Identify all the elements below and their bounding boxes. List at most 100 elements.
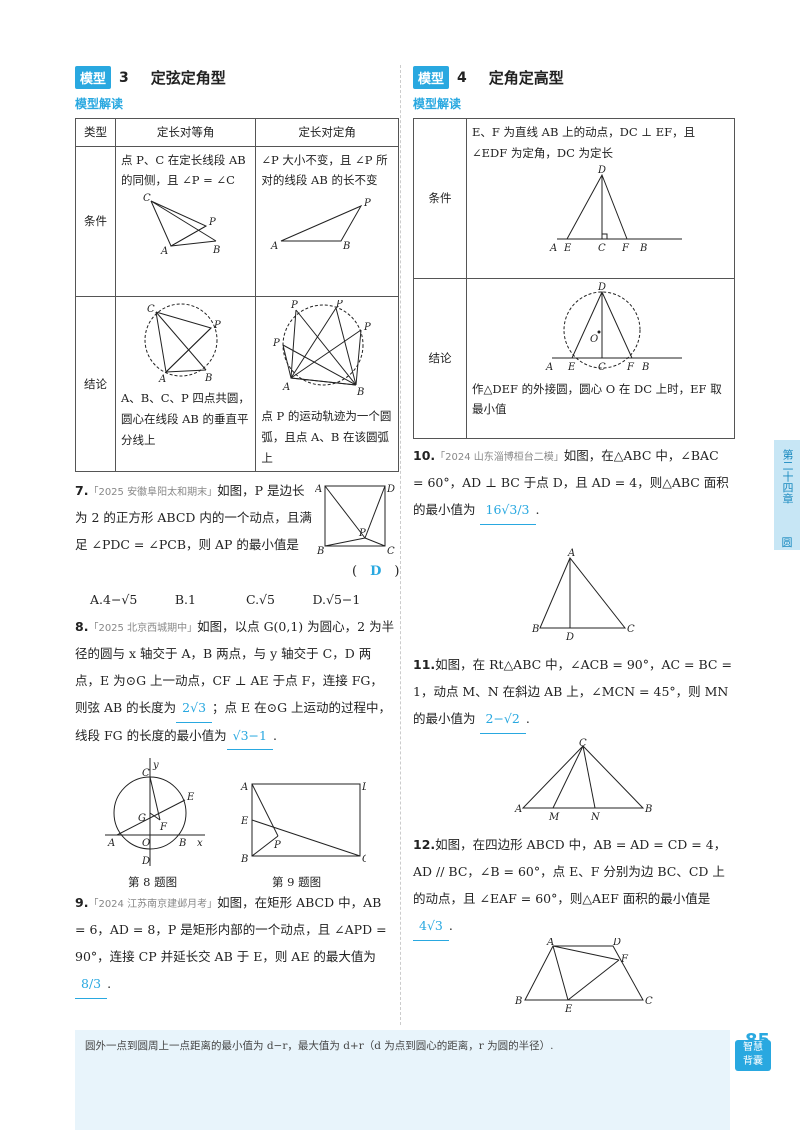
question-12: 12.如图，在四边形 ABCD 中，AB = AD = CD = 4，AD //… xyxy=(413,832,733,941)
q8-answer1: 2√3 xyxy=(176,695,213,723)
svg-text:O: O xyxy=(590,334,598,345)
model4-subtitle: 模型解读 xyxy=(413,97,462,111)
model3-header: 模型 3 定弦定角型 xyxy=(75,66,226,89)
badge-line2: 背囊 xyxy=(743,1056,763,1067)
svg-text:E: E xyxy=(240,816,249,827)
svg-text:B: B xyxy=(639,243,647,253)
q12-text: 如图，在四边形 ABCD 中，AB = AD = CD = 4，AD // BC… xyxy=(413,837,727,906)
q10-source: 「2024 山东淄博桓台二模」 xyxy=(435,452,564,463)
svg-text:P: P xyxy=(208,217,216,228)
svg-text:B: B xyxy=(342,241,350,251)
q12-answer: 4√3 xyxy=(413,913,449,941)
r4-condition-text: E、F 为直线 AB 上的动点，DC ⊥ EF，且 ∠EDF 为定角，DC 为定… xyxy=(472,125,696,160)
model4-header: 模型 4 定角定高型 xyxy=(413,66,564,89)
q10-answer: 16√3/3 xyxy=(479,497,536,525)
cell-conclusion-2: 点 P 的运动轨迹为一个圆弧，且点 A、B 在该圆弧上 xyxy=(261,409,392,465)
model4-table: 条件 E、F 为直线 AB 上的动点，DC ⊥ EF，且 ∠EDF 为定角，DC… xyxy=(413,118,735,439)
q7-number: 7. xyxy=(75,483,89,498)
model-title: 定角定高型 xyxy=(488,69,564,87)
footer-tip: 圆外一点到圆周上一点距离的最小值为 d−r，最大值为 d+r（d 为点到圆心的距… xyxy=(85,1040,554,1052)
svg-text:O: O xyxy=(142,838,150,849)
svg-text:P: P xyxy=(272,338,280,349)
svg-text:B: B xyxy=(204,373,212,382)
model3-subtitle: 模型解读 xyxy=(75,97,124,111)
svg-text:P: P xyxy=(358,528,366,539)
svg-text:B: B xyxy=(356,387,364,398)
q9-caption: 第 9 题图 xyxy=(272,875,322,889)
q7-options: A.4−√5 B.1 C.√5 D.√5−1 xyxy=(90,592,361,607)
svg-text:D: D xyxy=(565,632,574,643)
svg-text:B: B xyxy=(240,854,248,865)
th-col2: 定长对定角 xyxy=(255,118,399,147)
svg-text:F: F xyxy=(159,822,168,833)
cell-condition-2: ∠P 大小不变，且 ∠P 所对的线段 AB 的长不变 xyxy=(261,152,388,188)
q9-text: 如图，在矩形 ABCD 中，AB = 6，AD = 8，P 是矩形内部的一个动点… xyxy=(75,895,387,964)
cell-condition-1: 点 P、C 在定长线段 AB 的同侧，且 ∠P = ∠C xyxy=(120,152,246,188)
svg-text:A: A xyxy=(546,938,554,948)
q8-text1: 如图，以点 G(0,1) 为圆心，2 为半径的圆与 x 轴交于 A，B 两点，与… xyxy=(75,619,395,715)
svg-text:C: C xyxy=(579,738,587,749)
svg-text:P: P xyxy=(363,198,371,209)
svg-text:P: P xyxy=(273,840,281,851)
diagram-concyclic: C P A B xyxy=(144,303,221,385)
q8-source: 「2025 北京西城期中」 xyxy=(88,623,198,634)
q8-text2: ；点 E 在⊙G 上运动的过程中，线段 FG 的长度的最小值为 xyxy=(75,699,392,743)
svg-text:A: A xyxy=(158,374,166,382)
q8-answer2: √3−1 xyxy=(226,723,273,751)
svg-text:A: A xyxy=(282,382,290,393)
chapter-topic: 圆 xyxy=(781,536,793,549)
q11-text: 如图，在 Rt△ABC 中，∠ACB = 90°，AC = BC = 1，动点 … xyxy=(413,657,732,726)
svg-text:P: P xyxy=(213,320,221,331)
svg-text:E: E xyxy=(567,362,576,372)
model-tag: 模型 xyxy=(413,66,450,89)
svg-text:E: E xyxy=(563,243,572,253)
question-7: 7.「2025 安徽阜阳太和期末」如图，P 是边长为 2 的正方形 ABCD 内… xyxy=(75,478,315,559)
svg-text:G: G xyxy=(138,813,146,824)
model3-table: 类型 定长对等角 定长对定角 条件 点 P、C 在定长线段 AB 的同侧，且 ∠… xyxy=(75,118,399,473)
svg-text:B: B xyxy=(212,245,220,256)
row-condition-label: 条件 xyxy=(75,145,116,297)
model-title: 定弦定角型 xyxy=(150,69,226,87)
question-9: 9.「2024 江苏南京建邺月考」如图，在矩形 ABCD 中，AB = 6，AD… xyxy=(75,890,395,999)
svg-text:y: y xyxy=(152,760,159,771)
r4-condition-label: 条件 xyxy=(413,118,467,279)
svg-text:B: B xyxy=(531,624,539,635)
q9-source: 「2024 江苏南京建邺月考」 xyxy=(88,899,218,910)
chapter-side-tab: 第二十四章 圆 xyxy=(774,440,800,550)
svg-text:D: D xyxy=(386,484,395,495)
chapter-label: 第二十四章 xyxy=(781,448,794,504)
svg-text:A: A xyxy=(549,243,557,253)
svg-text:C: C xyxy=(645,996,653,1007)
question-10: 10.「2024 山东淄博桓台二模」如图，在△ABC 中，∠BAC = 60°，… xyxy=(413,443,733,525)
svg-text:F: F xyxy=(621,243,630,253)
q11-number: 11. xyxy=(413,657,436,672)
th-col1: 定长对等角 xyxy=(114,118,257,147)
q7-answer-bracket: ( D ) xyxy=(352,564,400,579)
q12-number: 12. xyxy=(413,837,436,852)
svg-text:C: C xyxy=(147,304,155,315)
svg-text:D: D xyxy=(361,782,366,793)
r4-conclusion-text: 作△DEF 的外接圆，圆心 O 在 DC 上时，EF 取最小值 xyxy=(472,381,722,417)
row-conclusion-label: 结论 xyxy=(75,295,116,473)
svg-text:B: B xyxy=(641,362,649,372)
q8-number: 8. xyxy=(75,619,89,634)
svg-text:D: D xyxy=(597,282,606,293)
svg-text:A: A xyxy=(270,241,278,251)
q10-text: 如图，在△ABC 中，∠BAC = 60°，AD ⊥ BC 于点 D，且 AD … xyxy=(413,448,729,517)
svg-text:x: x xyxy=(197,838,203,849)
model-number: 4 xyxy=(457,69,467,86)
svg-text:D: D xyxy=(141,856,150,867)
svg-text:B: B xyxy=(316,546,324,557)
svg-text:C: C xyxy=(362,854,366,865)
svg-text:E: E xyxy=(186,792,195,803)
question-11: 11.如图，在 Rt△ABC 中，∠ACB = 90°，AC = BC = 1，… xyxy=(413,652,733,734)
svg-text:C: C xyxy=(598,243,606,253)
